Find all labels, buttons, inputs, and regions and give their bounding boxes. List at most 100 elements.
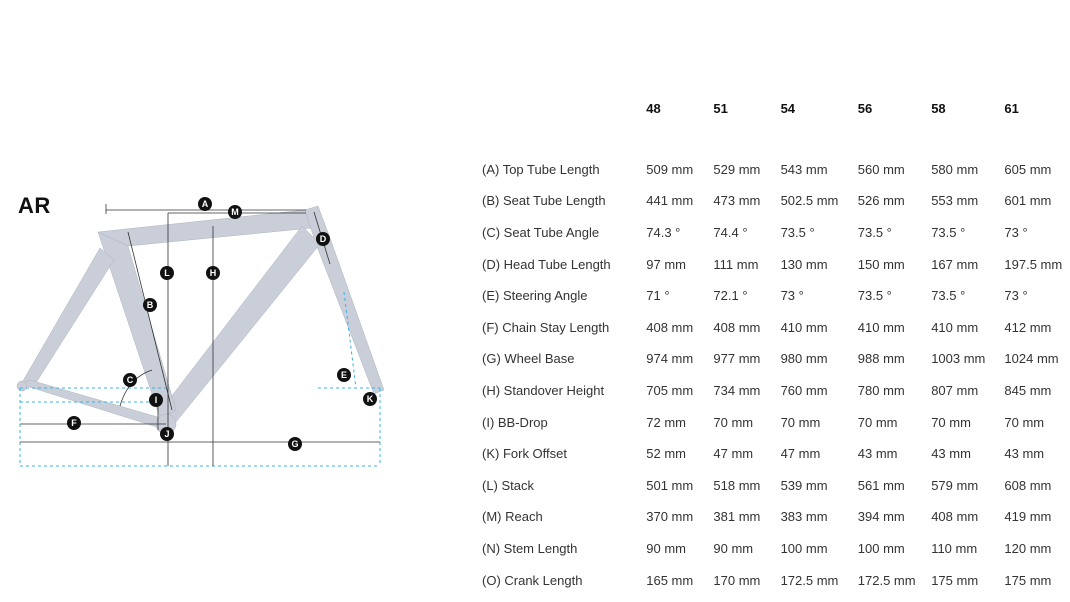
table-cell: 100 mm [780, 541, 828, 557]
table-cell: 97 mm [646, 256, 686, 272]
badge-b: B [143, 298, 157, 312]
size-header: 54 [780, 100, 796, 116]
table-cell: 73 ° [1004, 288, 1028, 304]
table-cell: 410 mm [857, 319, 905, 335]
svg-text:F: F [71, 418, 77, 428]
table-cell: 543 mm [780, 161, 828, 177]
badge-i: I [149, 393, 163, 407]
table-cell: 441 mm [646, 193, 694, 209]
table-cell: 410 mm [931, 319, 979, 335]
table-cell: 501 mm [646, 477, 694, 493]
table-cell: 73.5 ° [780, 225, 815, 241]
model-title: AR [18, 193, 51, 218]
table-cell: 43 mm [931, 446, 971, 462]
table-cell: 100 mm [857, 541, 905, 557]
table-cell: 197.5 mm [1004, 256, 1063, 272]
badge-l: L [160, 266, 174, 280]
size-header: 58 [931, 100, 946, 116]
table-cell: 170 mm [713, 572, 761, 588]
badge-f: F [67, 416, 81, 430]
table-cell: 90 mm [713, 541, 754, 557]
svg-text:D: D [320, 234, 327, 244]
table-cell: 167 mm [931, 256, 979, 272]
table-cell: 52 mm [646, 446, 686, 462]
table-cell: 165 mm [646, 572, 694, 588]
table-cell: 90 mm [646, 541, 686, 557]
svg-text:M: M [231, 207, 239, 217]
row-label: (F) Chain Stay Length [482, 319, 610, 335]
row-label: (B) Seat Tube Length [482, 193, 606, 209]
table-cell: 74.4 ° [713, 225, 748, 241]
table-cell: 560 mm [857, 161, 905, 177]
guide-lines [19, 291, 381, 467]
table-cell: 580 mm [931, 161, 979, 177]
table-cell: 70 mm [931, 414, 971, 430]
table-cell: 605 mm [1004, 161, 1052, 177]
badge-c: C [123, 373, 137, 387]
table-cell: 175 mm [1004, 572, 1052, 588]
table-cell: 74.3 ° [646, 225, 681, 241]
table-cell: 47 mm [713, 446, 754, 462]
table-cell: 408 mm [713, 319, 761, 335]
table-cell: 601 mm [1004, 193, 1052, 209]
table-cell: 608 mm [1004, 477, 1052, 493]
table-cell: 70 mm [1004, 414, 1045, 430]
table-cell: 526 mm [857, 193, 905, 209]
table-cell: 381 mm [713, 509, 761, 525]
table-cell: 579 mm [931, 477, 979, 493]
svg-text:B: B [147, 300, 154, 310]
table-cell: 73 ° [1004, 225, 1028, 241]
table-cell: 72 mm [646, 414, 686, 430]
table-cell: 408 mm [646, 319, 694, 335]
badge-a: A [198, 197, 212, 211]
row-label: (I) BB-Drop [482, 414, 548, 430]
table-cell: 408 mm [931, 509, 979, 525]
table-cell: 111 mm [713, 256, 759, 272]
bike-frame [16, 205, 385, 435]
table-cell: 43 mm [857, 446, 898, 462]
table-cell: 845 mm [1004, 383, 1052, 399]
badge-m: M [228, 205, 242, 219]
row-label: (N) Stem Length [482, 541, 578, 557]
table-row: (F) Chain Stay Length 408 mm 408 mm 410 mm 4… [476, 312, 1070, 344]
table-cell: 977 mm [713, 351, 761, 367]
table-cell: 73.5 ° [857, 288, 892, 304]
table-cell: 518 mm [713, 477, 761, 493]
size-header: 61 [1004, 100, 1019, 116]
svg-text:K: K [367, 394, 374, 404]
table-cell: 70 mm [857, 414, 898, 430]
badge-d: D [316, 232, 330, 246]
table-cell: 760 mm [780, 383, 828, 399]
table-cell: 73.5 ° [857, 225, 892, 241]
table-cell: 70 mm [780, 414, 821, 430]
table-cell: 780 mm [857, 383, 905, 399]
table-cell: 43 mm [1004, 446, 1045, 462]
table-cell: 73 ° [780, 288, 804, 304]
badge-j: J [160, 427, 174, 441]
row-label: (K) Fork Offset [482, 446, 567, 462]
size-header: 51 [713, 100, 728, 116]
table-cell: 980 mm [780, 351, 828, 367]
frame-geometry-diagram: A M D L H B C E K I F J [16, 197, 385, 467]
table-cell: 553 mm [931, 193, 979, 209]
table-cell: 734 mm [713, 383, 761, 399]
table-cell: 72.1 ° [713, 288, 748, 304]
table-cell: 172.5 mm [857, 572, 916, 588]
badge-g: G [288, 437, 302, 451]
table-cell: 974 mm [646, 351, 694, 367]
table-cell: 120 mm [1004, 541, 1052, 557]
table-cell: 529 mm [713, 161, 761, 177]
size-header: 48 [646, 100, 661, 116]
table-cell: 1024 mm [1004, 351, 1059, 367]
